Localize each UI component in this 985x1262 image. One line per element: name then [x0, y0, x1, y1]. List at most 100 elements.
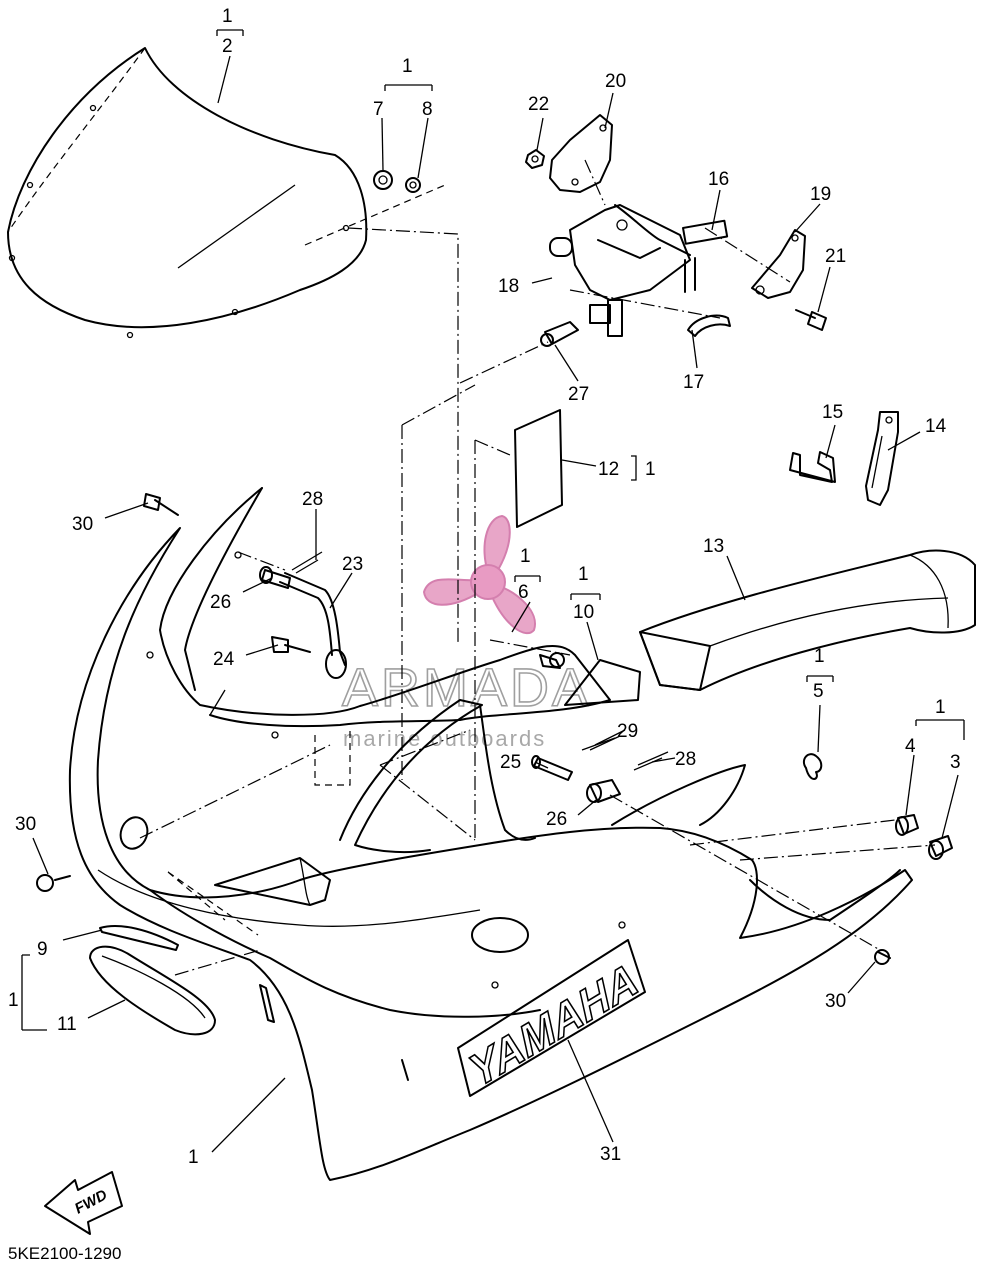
holder-part-14: [865, 411, 899, 506]
callout-label: 31: [600, 1144, 621, 1165]
yamaha-decal-text: YAMAHA: [463, 954, 645, 1097]
callout-label: 18: [498, 276, 519, 297]
bolt-30-line: [139, 744, 331, 839]
callout-label: 28: [675, 749, 696, 770]
bolt-part-21: [795, 309, 827, 331]
fwd-label: FWD: [72, 1186, 110, 1217]
propeller-logo: [422, 514, 536, 635]
stay-line: [237, 551, 286, 571]
windscreen-bolt-line: [304, 184, 446, 246]
callout-label: 1: [8, 990, 19, 1011]
propeller-blade: [483, 514, 511, 574]
collar-part-26-upper: [259, 566, 291, 589]
nut-part-7: [373, 170, 393, 190]
callout-label: 12: [598, 459, 619, 480]
callout-label: 1: [578, 564, 589, 585]
bracket-line-3: [704, 227, 791, 283]
callout-label: 1: [814, 646, 825, 667]
pin-part-25: [531, 755, 573, 781]
callout-label: 1: [222, 6, 233, 27]
callout-label: 27: [568, 384, 589, 405]
callout-label: 15: [822, 402, 843, 423]
callout-label: 19: [810, 184, 831, 205]
callout-label: 28: [302, 489, 323, 510]
pin-part-28-lower: [633, 751, 669, 771]
callout-labels: 1 2 1 7 8 22 20 16 19 21 18 27 17 15 14 …: [8, 6, 961, 1168]
bolt-part-6: [539, 652, 565, 669]
nut-part-22: [525, 149, 545, 169]
callout-label: 30: [15, 814, 36, 835]
duct-alignment-lines: [401, 384, 511, 840]
washer-part-8: [405, 177, 421, 193]
damper-part-18: [549, 237, 573, 257]
callout-label: 1: [935, 697, 946, 718]
propeller-blade: [422, 578, 481, 606]
vent-line: [174, 949, 261, 976]
bracket-line-2: [584, 159, 606, 206]
callout-label: 14: [925, 416, 947, 437]
callout-label: 29: [617, 721, 638, 742]
callout-label: 16: [708, 169, 729, 190]
callout-label: 9: [37, 939, 48, 960]
callout-label: 8: [422, 99, 433, 120]
side-mount-line: [689, 819, 896, 846]
callout-label: 30: [825, 991, 846, 1012]
stay-part-23: [279, 572, 347, 679]
callout-label: 26: [210, 592, 231, 613]
grommet-line: [459, 341, 549, 384]
callout-label: 25: [500, 752, 521, 773]
callout-label: 1: [520, 546, 531, 567]
callout-label: 4: [905, 736, 916, 757]
diagram-code: 5KE2100-1290: [8, 1244, 121, 1262]
callout-label: 1: [645, 459, 656, 480]
callout-label: 20: [605, 71, 626, 92]
cowling-part-1: [68, 527, 913, 1181]
bracket-part-19: [751, 229, 806, 299]
stay-bracket-part-16: [569, 204, 729, 301]
bolt-part-30-right: [874, 949, 891, 965]
collar-part-26-lower: [586, 779, 621, 803]
bracket-part-10: [564, 659, 641, 706]
panel-part-12: [514, 409, 563, 528]
leader-lines: [21, 29, 965, 1153]
callout-label: 5: [813, 681, 824, 702]
bolt-part-30-top: [143, 493, 179, 516]
bolt-part-30-left: [36, 874, 71, 892]
callout-label: 1: [402, 56, 413, 77]
callout-label: 10: [573, 602, 594, 623]
clip-part-15: [789, 451, 836, 483]
vent-part-11: [89, 945, 216, 1036]
callout-label: 23: [342, 554, 363, 575]
grommet-part-27: [540, 321, 579, 347]
callout-label: 30: [72, 514, 93, 535]
duct-part-13: [639, 549, 976, 691]
windscreen-mount-line: [347, 227, 459, 645]
decal-part-31: YAMAHA: [457, 939, 646, 1098]
callout-label: 17: [683, 372, 704, 393]
upper-cowl-inner-panel: [159, 487, 611, 728]
callout-label: 3: [950, 752, 961, 773]
cowl-center-lines: [379, 729, 476, 841]
callout-label: 22: [528, 94, 549, 115]
clip-part-5: [802, 753, 823, 780]
pin-part-28-upper: [291, 551, 323, 574]
callout-label: 21: [825, 246, 846, 267]
propeller-blade: [488, 582, 536, 635]
callout-label: 7: [373, 99, 384, 120]
bracket-spacers: [589, 299, 623, 337]
collar-part-17: [687, 314, 731, 337]
callout-label: 11: [57, 1014, 77, 1035]
armada-watermark: ARMADA marine outboards: [341, 514, 589, 751]
bracket-part-20: [549, 114, 613, 193]
callout-label: 26: [546, 809, 567, 830]
grommet-part-4: [895, 814, 919, 836]
callout-label: 1: [188, 1147, 199, 1168]
vent-part-9: [99, 925, 179, 951]
callout-label: 6: [518, 582, 529, 603]
lower-bolt-line: [609, 794, 881, 951]
side-mount-line-2: [739, 844, 936, 861]
screw-part-3: [928, 835, 953, 860]
callout-label: 13: [703, 536, 724, 557]
